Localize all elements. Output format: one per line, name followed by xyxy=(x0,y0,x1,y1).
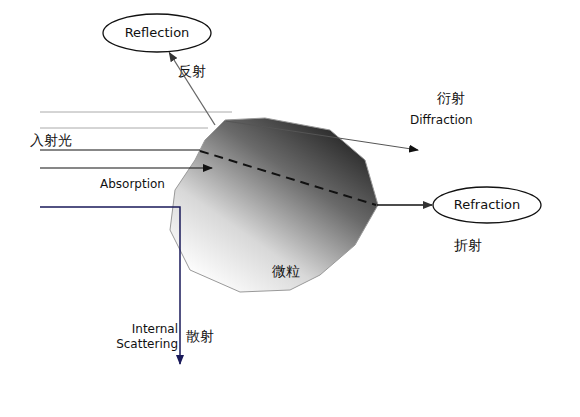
node-caption: 反射 xyxy=(178,64,206,79)
annotation-label: 散射 xyxy=(186,329,214,344)
ellipse-label: Reflection xyxy=(102,25,212,40)
absorption-ray xyxy=(40,167,212,168)
incident-ray xyxy=(40,128,208,129)
scattering-ray xyxy=(40,207,180,364)
node-caption: 微粒 xyxy=(272,264,300,279)
label-ellipse: Refraction折射 xyxy=(432,186,542,224)
ellipse-label: Refraction xyxy=(432,197,542,212)
annotation-label: Internal Scattering xyxy=(100,322,178,352)
incident-ray xyxy=(40,149,200,150)
particle-outline xyxy=(170,118,378,292)
ray-arrow xyxy=(377,204,432,205)
refracted-path xyxy=(200,151,376,205)
annotation-label: 衍射 xyxy=(437,91,465,106)
ellipse-outline xyxy=(433,187,541,223)
annotation-label: 入射光 xyxy=(30,133,72,148)
label-ellipse: Reflection反射 xyxy=(102,13,212,53)
annotation-label: Absorption xyxy=(100,177,165,192)
incident-ray xyxy=(40,112,232,113)
ellipse-outline xyxy=(103,14,211,52)
diffraction-ray xyxy=(226,121,418,150)
node-caption: 折射 xyxy=(454,238,482,253)
particle-shape: 微粒 xyxy=(168,116,380,294)
ray-arrow xyxy=(169,52,215,125)
annotation-label: Diffraction xyxy=(410,113,473,128)
